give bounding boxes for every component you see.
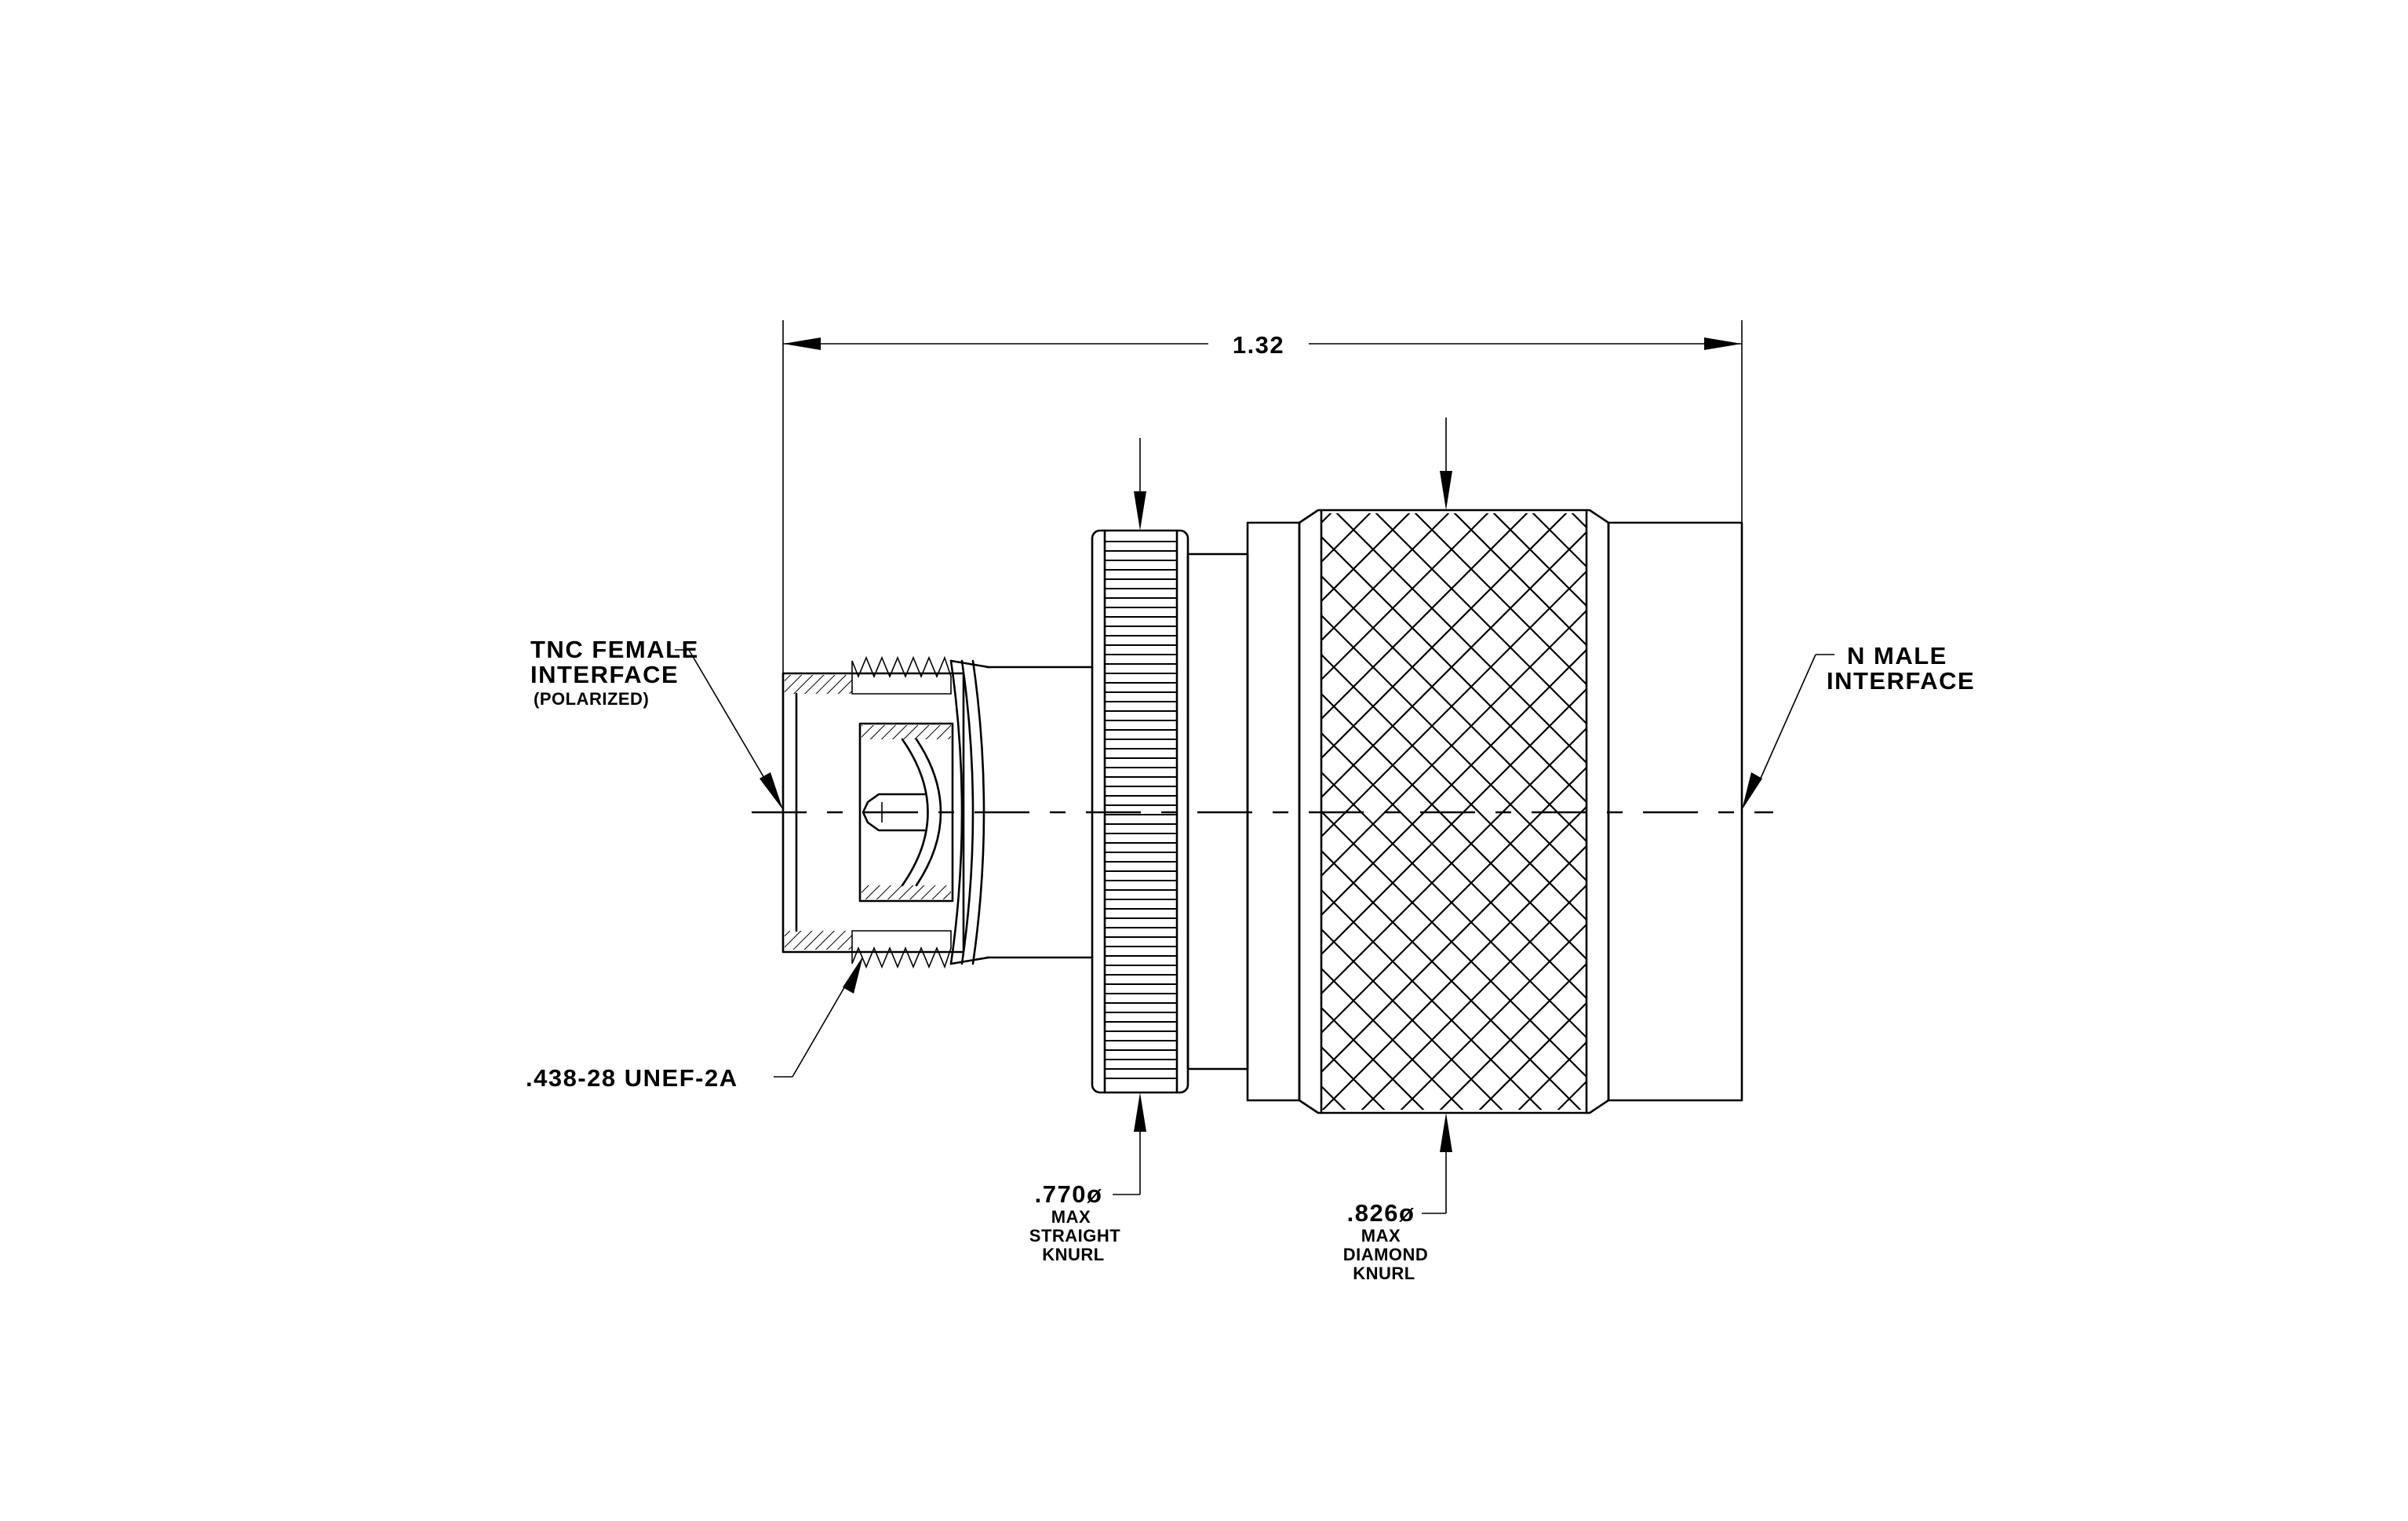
thread-callout: .438-28 UNEF-2A xyxy=(526,956,863,1092)
diamond-knurl-max: MAX xyxy=(1361,1226,1401,1246)
straight-knurl-type: STRAIGHT xyxy=(1029,1226,1121,1246)
nmale-label-line2: INTERFACE xyxy=(1827,667,1975,695)
straight-knurl-word: KNURL xyxy=(1042,1245,1105,1264)
tnc-interface-callout: TNC FEMALE INTERFACE (POLARIZED) xyxy=(530,636,783,810)
thread-label: .438-28 UNEF-2A xyxy=(526,1064,738,1092)
straight-knurl-max: MAX xyxy=(1051,1207,1091,1227)
diamond-knurl-callout: .826ø MAX DIAMOND KNURL xyxy=(1343,418,1452,1283)
tnc-label-line3: (POLARIZED) xyxy=(534,689,649,709)
center-contact-pin xyxy=(862,793,926,832)
dim-arrow-right xyxy=(1704,337,1742,350)
n-male-interface-callout: N MALE INTERFACE xyxy=(1742,642,1975,810)
straight-knurl-dia: .770ø xyxy=(1035,1180,1103,1208)
tnc-female-body xyxy=(781,655,1094,969)
straight-knurl-nut xyxy=(1091,529,1249,1094)
nmale-label-line1: N MALE xyxy=(1847,642,1947,669)
diamond-knurl-type: DIAMOND xyxy=(1343,1245,1429,1264)
dim-arrow-left xyxy=(783,337,821,350)
tnc-label-line2: INTERFACE xyxy=(530,661,679,688)
straight-knurl-callout: .770ø MAX STRAIGHT KNURL xyxy=(1029,438,1146,1264)
diamond-knurl-nut xyxy=(1298,509,1610,1114)
overall-length-dimension: 1.32 xyxy=(782,320,1743,677)
tnc-label-line1: TNC FEMALE xyxy=(530,636,699,663)
n-male-body xyxy=(1607,521,1743,1102)
diamond-knurl-dia: .826ø xyxy=(1347,1199,1415,1227)
diamond-knurl-word: KNURL xyxy=(1353,1264,1415,1283)
overall-length-label: 1.32 xyxy=(1233,331,1284,359)
